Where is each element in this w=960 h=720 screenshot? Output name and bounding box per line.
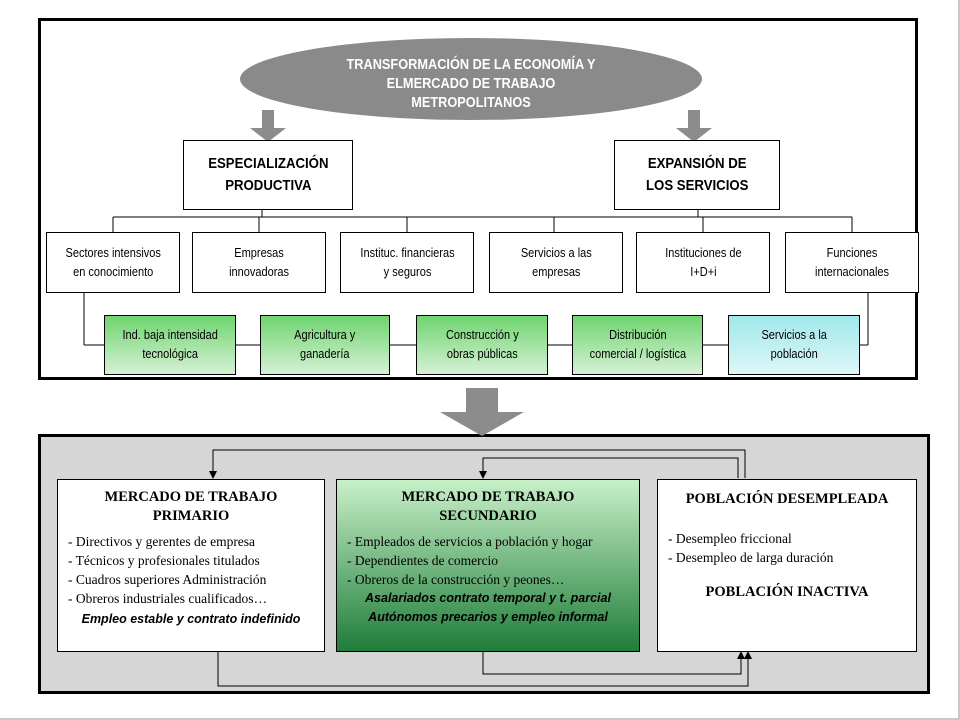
primary-market-title-line: MERCADO DE TRABAJO bbox=[104, 489, 278, 505]
especializacion-box: ESPECIALIZACIÓN PRODUCTIVA bbox=[183, 140, 353, 210]
flow-lines bbox=[212, 449, 749, 687]
header-title-line: ELMERCADO DE TRABAJO bbox=[386, 76, 556, 92]
list-item: - Directivos y gerentes de empresa bbox=[68, 534, 256, 549]
list-item: - Desempleo de larga duración bbox=[668, 550, 834, 565]
list-item: - Obreros de la construcción y peones… bbox=[347, 572, 565, 587]
sector-box: Empresas innovadoras bbox=[192, 232, 326, 293]
secondary-sector-line: Servicios a la bbox=[761, 328, 827, 342]
primary-market-title: MERCADO DE TRABAJO PRIMARIO bbox=[58, 488, 324, 526]
sector-box: Instituciones de I+D+i bbox=[636, 232, 770, 293]
sector-line: Sectores intensivos bbox=[65, 245, 161, 260]
inactive-population-title: POBLACIÓN INACTIVA bbox=[705, 584, 869, 600]
flow-arrowheads bbox=[209, 471, 752, 659]
primary-market-box: MERCADO DE TRABAJO PRIMARIO - Directivos… bbox=[57, 479, 325, 652]
header-title: TRANSFORMACIÓN DE LA ECONOMÍA Y ELMERCAD… bbox=[268, 56, 675, 113]
sector-line: Empresas bbox=[234, 245, 284, 260]
list-item: - Obreros industriales cualificados… bbox=[68, 591, 268, 606]
secondary-sector-line: tecnológica bbox=[142, 347, 198, 361]
primary-market-list: - Directivos y gerentes de empresa - Téc… bbox=[58, 532, 324, 608]
list-item: - Dependientes de comercio bbox=[347, 553, 499, 568]
tree-connectors bbox=[83, 210, 869, 346]
secondary-market-box: MERCADO DE TRABAJO SECUNDARIO - Empleado… bbox=[336, 479, 640, 652]
sector-box: Sectores intensivos en conocimiento bbox=[46, 232, 180, 293]
unemployed-title: POBLACIÓN DESEMPLEADA bbox=[685, 491, 889, 507]
primary-market-emphasis: Empleo estable y contrato indefinido bbox=[81, 612, 301, 626]
sector-box: Funciones internacionales bbox=[785, 232, 919, 293]
secondary-market-title-line: MERCADO DE TRABAJO bbox=[401, 489, 575, 505]
especializacion-line: ESPECIALIZACIÓN bbox=[207, 155, 329, 172]
secondary-sector-line: Construcción y bbox=[445, 328, 519, 342]
header-ellipse: TRANSFORMACIÓN DE LA ECONOMÍA Y ELMERCAD… bbox=[240, 38, 702, 120]
list-item: - Desempleo friccional bbox=[668, 531, 792, 546]
secondary-sector-line: Agricultura y bbox=[294, 328, 356, 342]
secondary-market-title: MERCADO DE TRABAJO SECUNDARIO bbox=[337, 488, 639, 526]
sector-line: y seguros bbox=[383, 264, 431, 279]
list-item: - Cuadros superiores Administración bbox=[68, 572, 267, 587]
sector-line: innovadoras bbox=[229, 264, 289, 279]
expansion-line: EXPANSIÓN DE bbox=[647, 155, 747, 172]
secondary-sector-line: Ind. baja intensidad bbox=[122, 328, 218, 342]
sector-line: Servicios a las bbox=[520, 245, 592, 260]
secondary-sector-line: población bbox=[770, 347, 818, 361]
especializacion-line: PRODUCTIVA bbox=[224, 177, 312, 194]
secondary-sector-box: Distribución comercial / logística bbox=[572, 315, 703, 375]
unemployed-population-box: POBLACIÓN DESEMPLEADA - Desempleo fricci… bbox=[657, 479, 917, 652]
secondary-sector-box: Ind. baja intensidad tecnológica bbox=[104, 315, 236, 375]
secondary-sector-line: obras públicas bbox=[446, 347, 518, 361]
list-item: - Técnicos y profesionales titulados bbox=[68, 553, 260, 568]
secondary-sector-line: comercial / logística bbox=[589, 347, 686, 361]
sector-line: Instituc. financieras bbox=[359, 245, 455, 260]
secondary-sector-box: Servicios a la población bbox=[728, 315, 860, 375]
unemployed-list: - Desempleo friccional - Desempleo de la… bbox=[658, 529, 916, 567]
sector-box: Instituc. financieras y seguros bbox=[340, 232, 474, 293]
secondary-sector-line: Distribución bbox=[608, 328, 667, 342]
sector-line: I+D+i bbox=[689, 264, 717, 279]
sector-line: empresas bbox=[531, 264, 581, 279]
secondary-market-emphasis: Asalariados contrato temporal y t. parci… bbox=[365, 591, 611, 605]
secondary-sector-line: ganadería bbox=[300, 347, 350, 361]
secondary-market-title-line: SECUNDARIO bbox=[439, 508, 537, 524]
sector-line: en conocimiento bbox=[72, 264, 154, 279]
sector-line: Instituciones de bbox=[664, 245, 742, 260]
primary-market-title-line: PRIMARIO bbox=[152, 508, 230, 524]
block-arrows bbox=[250, 110, 712, 436]
secondary-sector-box: Construcción y obras públicas bbox=[416, 315, 548, 375]
secondary-market-emphasis: Autónomos precarios y empleo informal bbox=[368, 610, 608, 624]
header-title-line: TRANSFORMACIÓN DE LA ECONOMÍA Y bbox=[346, 57, 596, 73]
header-title-line: METROPOLITANOS bbox=[411, 95, 531, 111]
sector-line: internacionales bbox=[814, 264, 890, 279]
secondary-market-list: - Empleados de servicios a población y h… bbox=[337, 532, 639, 589]
sector-box: Servicios a las empresas bbox=[489, 232, 623, 293]
secondary-sector-box: Agricultura y ganadería bbox=[260, 315, 390, 375]
list-item: - Empleados de servicios a población y h… bbox=[347, 534, 593, 549]
expansion-box: EXPANSIÓN DE LOS SERVICIOS bbox=[614, 140, 780, 210]
expansion-line: LOS SERVICIOS bbox=[645, 177, 749, 194]
sector-line: Funciones bbox=[826, 245, 878, 260]
